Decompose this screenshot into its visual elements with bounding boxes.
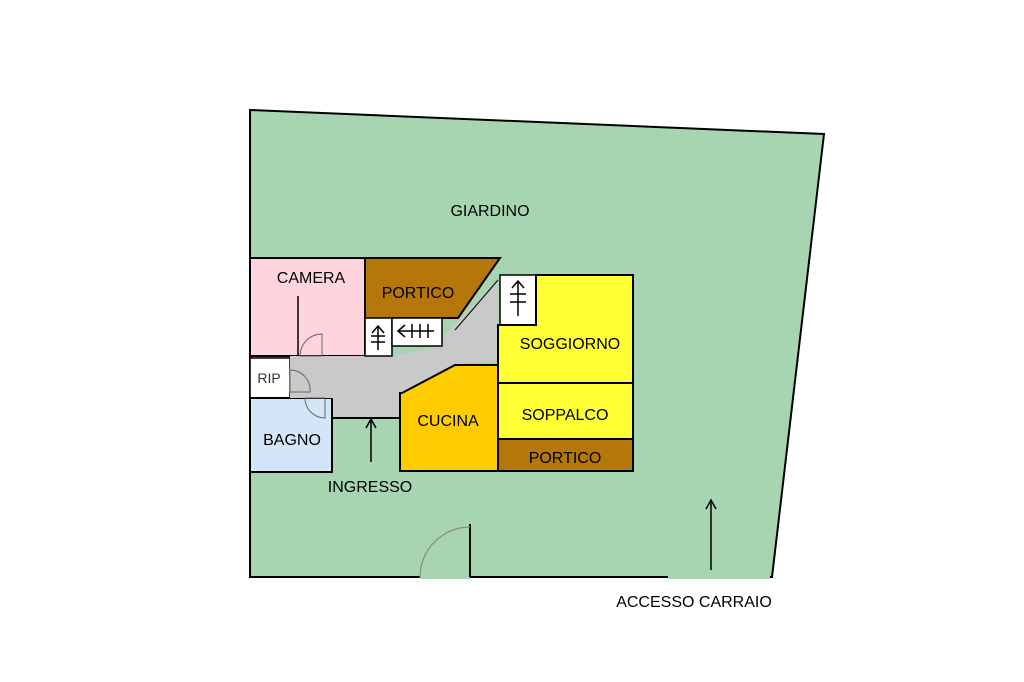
gate-swing-icon (419, 526, 471, 578)
entrance-arrow-icon (365, 417, 377, 462)
room-cucina (399, 364, 499, 472)
room-portico-bottom (497, 438, 634, 472)
stairs-left-icon (396, 324, 434, 338)
stairs-block-mid (391, 317, 443, 347)
driveway-arrow-icon (705, 498, 717, 570)
rip-door-swing-icon (289, 369, 311, 393)
corridor-diagonal (454, 279, 499, 331)
label-ingresso: INGRESSO (328, 479, 412, 496)
label-giardino: GIARDINO (450, 203, 529, 220)
room-soppalco (497, 382, 634, 440)
stairs-up-icon (371, 324, 385, 350)
camera-door-swing-icon (299, 333, 323, 357)
label-portico-bottom: PORTICO (529, 450, 602, 467)
stairs-up-right-icon (510, 279, 526, 316)
room-rip (249, 357, 291, 399)
corridor-ingresso (290, 280, 498, 418)
label-camera: CAMERA (277, 270, 346, 287)
label-bagno: BAGNO (263, 432, 321, 449)
label-soppalco: SOPPALCO (522, 407, 609, 424)
label-portico-top: PORTICO (382, 285, 455, 302)
label-soggiorno: SOGGIORNO (520, 336, 620, 353)
label-cucina: CUCINA (417, 413, 479, 430)
bagno-door-swing-icon (304, 397, 326, 419)
label-rip: RIP (257, 370, 280, 386)
label-accesso-carraio: ACCESSO CARRAIO (616, 594, 772, 611)
